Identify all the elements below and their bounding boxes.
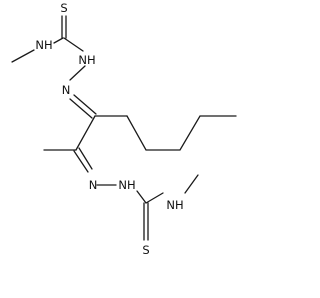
atom-label-n-top-imine: N	[62, 83, 71, 97]
atom-label-s-bottom: S	[142, 243, 149, 257]
atom-label-nh-bottom-methyl: NH	[166, 198, 183, 212]
bond-n-c-imine-top-b	[69, 98, 93, 119]
bond-nh-c-top	[53, 37, 64, 44]
bond-nh-methyl-bottom	[184, 174, 199, 194]
atom-label-nh-top-methyl: NH	[35, 38, 52, 52]
bond-c-nh-methyl-bottom	[145, 192, 164, 204]
atom-label-nh-bottom-hydrazine: NH	[118, 178, 135, 192]
bond-c-n-imine-bottom-a	[73, 150, 89, 173]
bond-nh-n-top	[69, 65, 86, 81]
structure-svg: S NH NH N N NH NH S	[11, 1, 237, 257]
bond-c3-c2	[75, 115, 96, 151]
molecule-diagram: S NH NH N N NH NH S	[11, 1, 237, 257]
bond-nh-c-bottom	[136, 190, 147, 204]
atom-label-nh-top-hydrazine: NH	[78, 53, 95, 67]
bond-n-c-imine-top-a	[73, 94, 97, 115]
pentyl-chain	[126, 115, 237, 151]
atom-label-s-top: S	[60, 1, 67, 15]
atom-label-n-bottom-imine: N	[89, 178, 98, 192]
bond-c-n-imine-bottom-b	[78, 147, 93, 170]
bond-c-nh-hydrazine-top	[63, 37, 84, 52]
bond-methyl-nh-top	[11, 49, 35, 63]
